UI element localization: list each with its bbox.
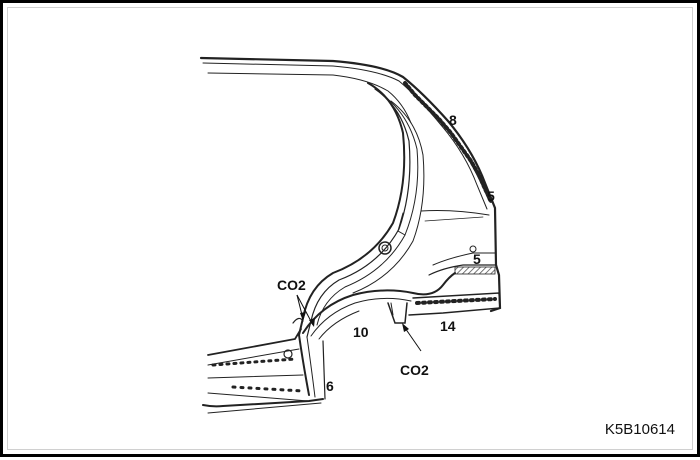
callout-6: 6 <box>326 378 334 394</box>
arrow-co2-left-a <box>300 312 306 321</box>
arrow-co2-left-b <box>309 318 315 327</box>
body-panel-drawing: 8 5 5 CO2 10 14 CO2 6 <box>199 56 502 414</box>
callout-5-upper: 5 <box>487 188 495 204</box>
door-opening-arch <box>298 82 425 338</box>
callout-8: 8 <box>449 112 457 128</box>
callout-5-lower: 5 <box>473 251 481 267</box>
arrow-co2-bottom <box>402 323 409 332</box>
callout-co2-left: CO2 <box>277 277 306 293</box>
rear-quarter-panel-outline <box>199 56 502 313</box>
callout-10: 10 <box>353 324 369 340</box>
callout-14: 14 <box>440 318 456 334</box>
lower-sill <box>202 317 324 414</box>
tail-lamp-area <box>420 210 497 276</box>
figure-id: K5B10614 <box>604 421 675 438</box>
callout-co2-bottom: CO2 <box>400 362 429 378</box>
wheel-arch <box>298 272 501 400</box>
